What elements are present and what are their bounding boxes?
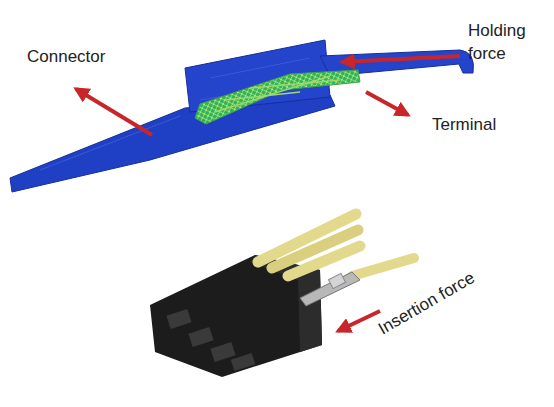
wires — [258, 214, 414, 276]
part-label: Insertion force — [375, 267, 480, 341]
connector-model — [10, 40, 473, 192]
terminal-model — [195, 70, 360, 124]
terminal-pin — [300, 272, 360, 306]
part-label: Connector — [27, 46, 105, 69]
part-label: Holding force — [468, 20, 546, 66]
red-arrows — [76, 56, 460, 331]
part-label: Terminal — [432, 114, 496, 137]
